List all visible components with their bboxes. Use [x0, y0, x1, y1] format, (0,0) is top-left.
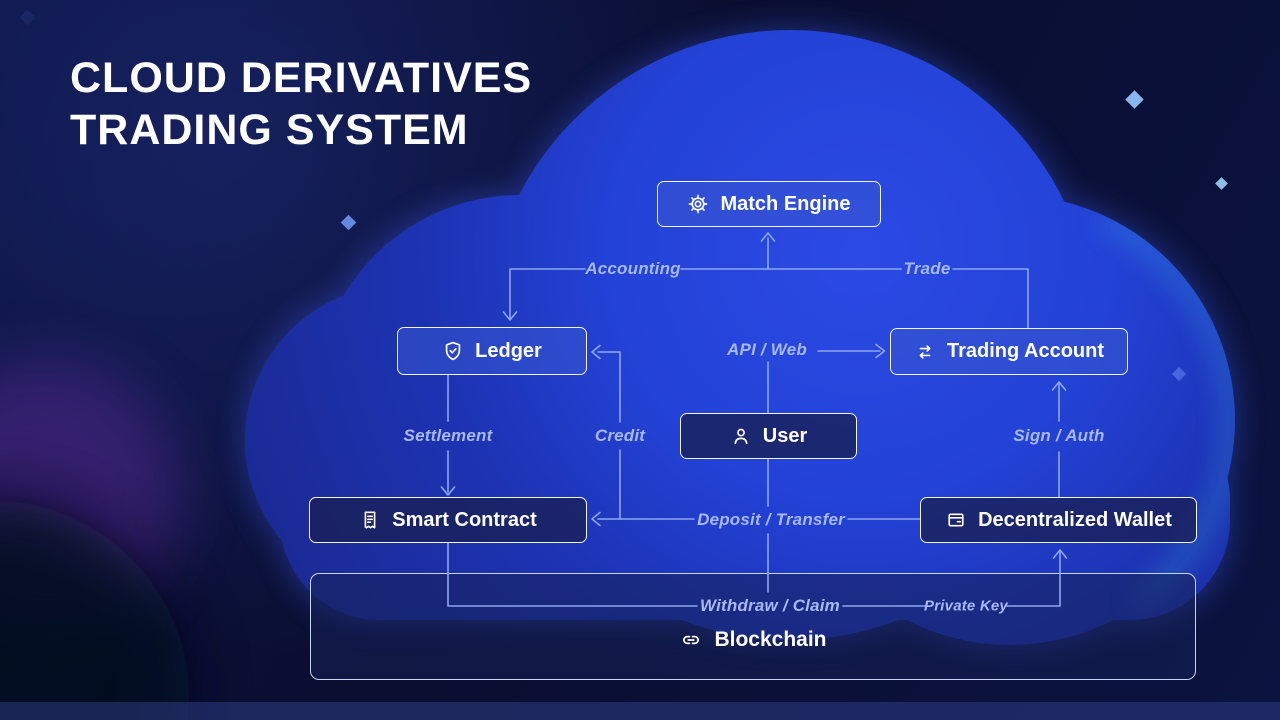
arrowhead-right	[875, 343, 886, 359]
corner-vignette	[0, 500, 190, 720]
smart-contract-node: Smart Contract	[309, 497, 587, 543]
diamond-decoration	[340, 214, 357, 231]
title-line-2: TRADING SYSTEM	[70, 106, 469, 155]
contract-icon	[364, 511, 376, 529]
swap-arrows-icon	[919, 344, 931, 359]
bottom-strip	[0, 702, 1280, 720]
arrowhead-up	[1052, 549, 1068, 559]
arrowhead-down	[502, 311, 518, 321]
user-label: User	[762, 424, 808, 447]
smart-contract-label: Smart Contract	[392, 508, 537, 531]
user-node: User	[680, 413, 857, 459]
cloud-rim-light	[1102, 214, 1235, 606]
page-title: CLOUD DERIVATIVES TRADING SYSTEM	[70, 52, 532, 157]
blockchain-title: Blockchain	[310, 628, 1196, 652]
match-engine-node: Match Engine	[657, 181, 881, 227]
edge-label-withdraw-claim: Withdraw / Claim	[699, 596, 841, 615]
ledger-node: Ledger	[397, 327, 587, 375]
edge-label-accounting: Accounting	[585, 259, 681, 278]
edge-label-trade: Trade	[903, 259, 951, 278]
edge-label-credit: Credit	[594, 426, 646, 445]
blockchain-label: Blockchain	[714, 628, 827, 651]
arrowhead-up	[760, 232, 776, 242]
wallet-icon	[948, 513, 964, 527]
user-icon	[734, 428, 748, 445]
edge-label-private-key: Private Key	[924, 597, 1008, 615]
arrowhead-down	[440, 486, 456, 496]
arrowhead-left	[591, 344, 601, 360]
shield-check-icon	[445, 341, 461, 361]
gear-icon	[689, 194, 708, 214]
decentralized-wallet-node: Decentralized Wallet	[920, 497, 1197, 543]
edge-label-sign-auth: Sign / Auth	[1013, 426, 1105, 445]
blockchain-node	[310, 573, 1196, 680]
edge-label-api-web: API / Web	[727, 340, 807, 359]
arrowhead-up	[1051, 381, 1067, 391]
match-engine-label: Match Engine	[720, 192, 851, 215]
chain-link-icon	[683, 635, 700, 645]
diamond-decoration	[1125, 90, 1144, 109]
title-line-1: CLOUD DERIVATIVES	[70, 54, 533, 102]
trading-account-label: Trading Account	[946, 340, 1105, 362]
edge-label-settlement: Settlement	[403, 426, 493, 445]
trading-account-node: Trading Account	[890, 328, 1128, 375]
ledger-label: Ledger	[475, 339, 542, 362]
arrowhead-left	[591, 511, 601, 527]
edge-label-deposit-transfer: Deposit / Transfer	[697, 510, 845, 529]
diamond-decoration	[1171, 366, 1187, 382]
decentralized-wallet-label: Decentralized Wallet	[978, 508, 1172, 531]
